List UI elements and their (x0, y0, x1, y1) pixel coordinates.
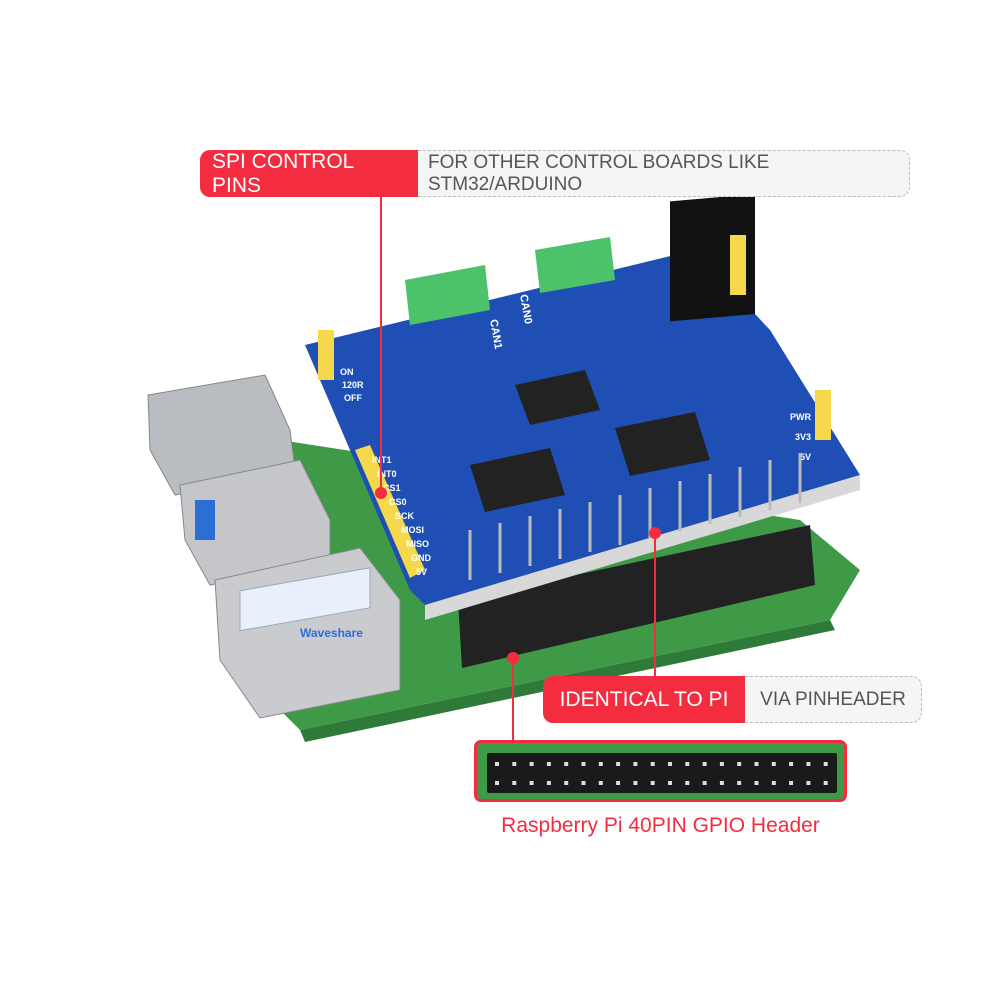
gpio-pin (564, 781, 569, 785)
gpio-pin (823, 781, 828, 785)
spi-callout-desc: FOR OTHER CONTROL BOARDS LIKE STM32/ARDU… (418, 150, 910, 197)
pinheader-callout-title: IDENTICAL TO PI (543, 676, 745, 723)
gpio-pin (737, 762, 742, 766)
gpio-pin (754, 781, 759, 785)
usb-ports (147, 374, 331, 586)
gpio-pin (719, 781, 724, 785)
gpio-pin (512, 762, 517, 766)
ethernet-port: Waveshare (214, 547, 401, 719)
gpio-pin (806, 762, 811, 766)
gpio-pin (564, 762, 569, 766)
pinheader-leader-dot (649, 527, 661, 539)
svg-text:MISO: MISO (406, 539, 429, 549)
gpio-caption: Raspberry Pi 40PIN GPIO Header (501, 814, 820, 837)
svg-text:SCK: SCK (395, 511, 415, 521)
gpio-pin (702, 781, 707, 785)
svg-text:5V: 5V (800, 452, 811, 462)
svg-text:PWR: PWR (790, 412, 811, 422)
gpio-pin (581, 781, 586, 785)
gpio-pin (771, 781, 776, 785)
gpio-pin (546, 762, 551, 766)
gpio-pin (668, 781, 672, 785)
svg-text:120R: 120R (342, 380, 364, 390)
chip (615, 412, 710, 476)
svg-text:GND: GND (411, 553, 432, 563)
gpio-pin (754, 762, 759, 766)
gpio-pin (702, 762, 707, 766)
gpio-pin (495, 762, 499, 766)
gpio-pin (529, 762, 534, 766)
gpio-pin (512, 781, 517, 785)
pinheader-callout: IDENTICAL TO PI VIA PINHEADER (543, 676, 922, 723)
svg-text:MOSI: MOSI (401, 525, 424, 535)
gpio-header-closeup (474, 740, 847, 802)
gpio-pin (685, 762, 690, 766)
can1-label: CAN1 (487, 318, 504, 350)
gpio-pin (616, 762, 621, 766)
chip (470, 448, 565, 512)
gpio-pin (598, 781, 603, 785)
can0-label: CAN0 (517, 293, 534, 325)
gpio-pin (737, 781, 742, 785)
spi-header (355, 445, 425, 578)
gpio-pin (581, 762, 586, 766)
spi-callout: SPI CONTROL PINS FOR OTHER CONTROL BOARD… (200, 150, 910, 197)
gpio-pin (823, 762, 828, 766)
gpio-pin (719, 762, 724, 766)
gpio-pin (633, 762, 638, 766)
pinheader-leader-line (654, 533, 656, 676)
can-terminal-blocks: CAN1 CAN0 (405, 237, 615, 350)
gpio-pin (546, 781, 551, 785)
gpio-pin (598, 762, 603, 766)
svg-text:5V: 5V (416, 567, 427, 577)
svg-text:CS0: CS0 (389, 497, 407, 507)
gpio-pin (633, 781, 638, 785)
gpio-leader-dot (507, 652, 519, 664)
spi-leader-dot (375, 487, 387, 499)
svg-text:3V3: 3V3 (795, 432, 811, 442)
svg-text:OFF: OFF (344, 393, 362, 403)
brand-label: Waveshare (300, 626, 363, 640)
svg-text:CS1: CS1 (383, 483, 401, 493)
svg-text:ON: ON (340, 367, 354, 377)
gpio-pin (806, 781, 811, 785)
gpio-pin (650, 762, 655, 766)
chip (515, 370, 600, 425)
spi-callout-title: SPI CONTROL PINS (200, 150, 418, 197)
gpio-pin (668, 762, 672, 766)
gpio-pin (789, 762, 794, 766)
gpio-leader-line (512, 657, 514, 741)
gpio-pin (616, 781, 621, 785)
gpio-pin (529, 781, 534, 785)
gpio-pin (771, 762, 776, 766)
gpio-pins (468, 453, 802, 580)
gpio-pin (495, 781, 499, 785)
pinheader-callout-desc: VIA PINHEADER (745, 676, 922, 723)
spi-leader-line (380, 197, 382, 493)
svg-text:INT0: INT0 (377, 469, 397, 479)
gpio-header-pins (487, 753, 837, 793)
stacking-header (458, 525, 815, 668)
gpio-pin (685, 781, 690, 785)
can-hat-board (305, 250, 860, 605)
gpio-pin (789, 781, 794, 785)
gpio-pin (650, 781, 655, 785)
